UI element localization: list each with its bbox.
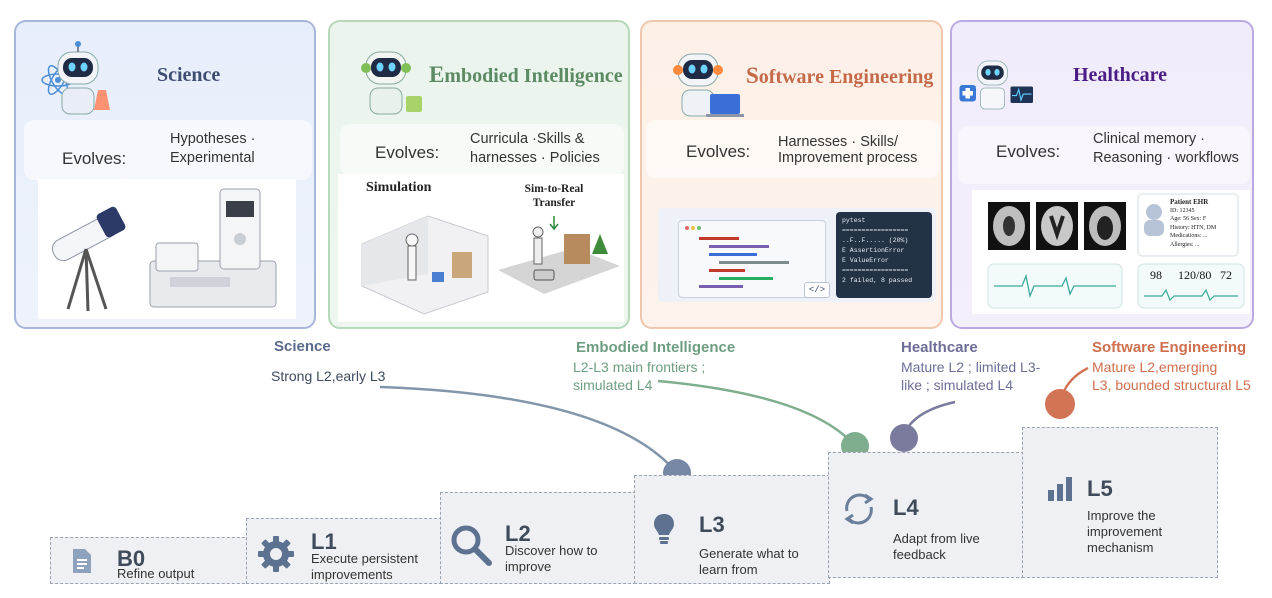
ehr-title: Patient EHR — [1170, 198, 1209, 206]
step-level: L3 — [699, 512, 725, 537]
step-l3: L3 Generate what to learn from — [634, 475, 830, 584]
domain-desc-science: Strong L2,early L3 — [271, 368, 386, 384]
refresh-icon — [844, 493, 874, 525]
step-desc: Adapt from live feedback — [893, 531, 980, 562]
code-tag-icon: </> — [804, 282, 830, 298]
simulation-illustration: Simulation Sim-to-Real Transfer — [338, 174, 624, 322]
evolves-label: Evolves: — [375, 143, 440, 162]
step-l2: L2 Discover how to improve — [440, 492, 636, 584]
panel-title: Science — [157, 64, 221, 86]
editor-window — [678, 220, 826, 298]
terminal-line: 2 failed, 8 passed — [842, 277, 913, 284]
evolves-text: Curricula ·Skills & harnesses · Policies — [470, 131, 600, 166]
lightbulb-icon — [654, 514, 674, 544]
evolves-box — [24, 120, 312, 180]
bar-chart-icon — [1048, 477, 1072, 501]
evolves-text: Clinical memory · Reasoning · workflows — [1093, 131, 1239, 166]
robot-scientist-icon — [41, 41, 110, 115]
ehr-allergies: Allergies: ... — [1170, 241, 1200, 248]
step-b0: B0 Refine output — [50, 537, 250, 584]
robot-doctor-icon — [959, 60, 1033, 110]
software-dot — [1045, 389, 1075, 419]
document-icon — [73, 549, 91, 573]
panel-healthcare: Healthcare Evolves: Clinical memory · Re… — [950, 20, 1254, 329]
step-desc: Generate what to learn from — [699, 546, 799, 577]
evolves-label: Evolves: — [996, 142, 1061, 161]
step-level: L1 — [311, 529, 337, 554]
panel-science: Science Evolves: Hypotheses · Experiment… — [14, 20, 316, 329]
step-desc: Discover how to improve — [505, 543, 598, 574]
step-l1: L1 Execute persistent improvements — [246, 518, 442, 584]
domain-label-science: Science — [274, 338, 331, 355]
domain-label-healthcare: Healthcare — [901, 339, 978, 356]
code-editor-illustration: </> pytest ================= ..F..F.....… — [658, 208, 936, 302]
step-desc: Refine output — [117, 566, 195, 581]
step-level: L5 — [1087, 476, 1113, 501]
vital-bp: 120/80 — [1178, 268, 1212, 282]
domain-desc-embodied: L2-L3 main frontiers ; simulated L4 — [573, 359, 706, 393]
evolves-box — [340, 124, 624, 176]
ehr-history: History: HTN, DM — [1170, 224, 1217, 231]
evolves-text: Hypotheses · Experimental — [170, 131, 256, 166]
panel-title: Healthcare — [1073, 64, 1168, 86]
panel-title: Embodied Intelligence — [429, 62, 623, 87]
terminal-line: ================= — [842, 267, 909, 274]
domain-label-software: Software Engineering — [1092, 339, 1247, 356]
step-level: B0 — [117, 546, 146, 571]
evolves-label: Evolves: — [62, 149, 127, 168]
step-level: L4 — [893, 495, 919, 520]
step-desc: Execute persistent improvements — [311, 551, 418, 582]
panel-software-engineering: Software Engineering Evolves: Harnesses … — [640, 20, 943, 329]
simulation-label: Simulation — [366, 180, 432, 195]
ehr-card: Patient EHR ID: 12345 Age: 56 Sex: F His… — [1170, 198, 1216, 249]
evolves-box — [958, 126, 1250, 184]
evolves-label: Evolves: — [686, 142, 751, 161]
terminal-line: ..F..F..... (20%) — [842, 237, 909, 244]
terminal-line: E AssertionError — [842, 247, 905, 254]
gear-icon — [258, 536, 294, 572]
panel-title: Software Engineering — [746, 63, 934, 88]
ehr-medications: Medications: ... — [1170, 233, 1208, 239]
robot-developer-icon — [673, 53, 744, 117]
terminal-line: pytest — [842, 217, 866, 224]
evolves-box — [646, 120, 940, 178]
step-l4: L4 Adapt from live feedback — [828, 452, 1024, 578]
step-level: L2 — [505, 521, 531, 546]
vital-other: 72 — [1220, 268, 1232, 282]
domain-label-embodied: Embodied Intelligence — [576, 339, 736, 356]
step-l5: L5 Improve the improvement mechanism — [1022, 427, 1218, 578]
domain-desc-healthcare: Mature L2 ; limited L3- like ; simulated… — [901, 359, 1041, 393]
ehr-id: ID: 12345 — [1170, 207, 1195, 214]
step-desc: Improve the improvement mechanism — [1087, 508, 1163, 555]
ehr-age: Age: 56 Sex: F — [1170, 216, 1207, 222]
healthcare-dot — [890, 424, 918, 452]
vital-hr: 98 — [1150, 268, 1162, 282]
domain-desc-software: Mature L2,emerging L3, bounded structura… — [1092, 359, 1251, 393]
robot-embodied-icon — [361, 51, 422, 115]
terminal-line: E ValueError — [842, 257, 889, 264]
lab-equipment-illustration — [38, 179, 296, 319]
medical-records-illustration: Patient EHR ID: 12345 Age: 56 Sex: F His… — [972, 190, 1250, 314]
panel-embodied-intelligence: Embodied Intelligence Evolves: Curricula… — [328, 20, 630, 329]
evolves-text: Harnesses · Skills/ Improvement process — [778, 134, 918, 166]
terminal-window: pytest ================= ..F..F..... (20… — [836, 212, 932, 298]
search-icon — [451, 525, 492, 566]
terminal-line: ================= — [842, 227, 909, 234]
sim-to-real-label: Sim-to-Real Transfer — [524, 183, 584, 209]
